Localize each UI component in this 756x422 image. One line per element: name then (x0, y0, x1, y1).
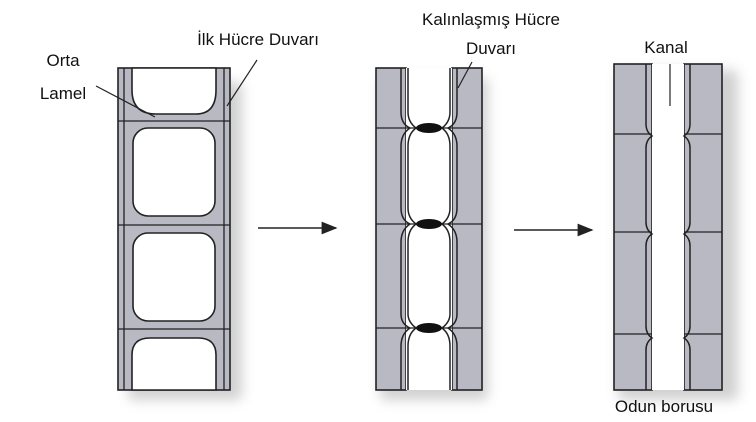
leader-lines (95, 59, 671, 118)
label-orta: Orta (46, 51, 80, 70)
label-kanal: Kanal (644, 38, 687, 57)
label-odun-borusu: Odun borusu (615, 397, 713, 416)
stage1-young-cells (117, 67, 231, 391)
label-duvari: Duvarı (466, 39, 516, 58)
degrading-end-walls (416, 123, 442, 333)
stage2-thickened-walls (375, 67, 483, 391)
label-lamel: Lamel (40, 84, 86, 103)
label-ilk-hucre-duvari: İlk Hücre Duvarı (197, 30, 319, 49)
stage3-xylem-vessel (613, 63, 723, 391)
label-kalinlasmis-hucre: Kalınlaşmış Hücre (422, 10, 560, 29)
